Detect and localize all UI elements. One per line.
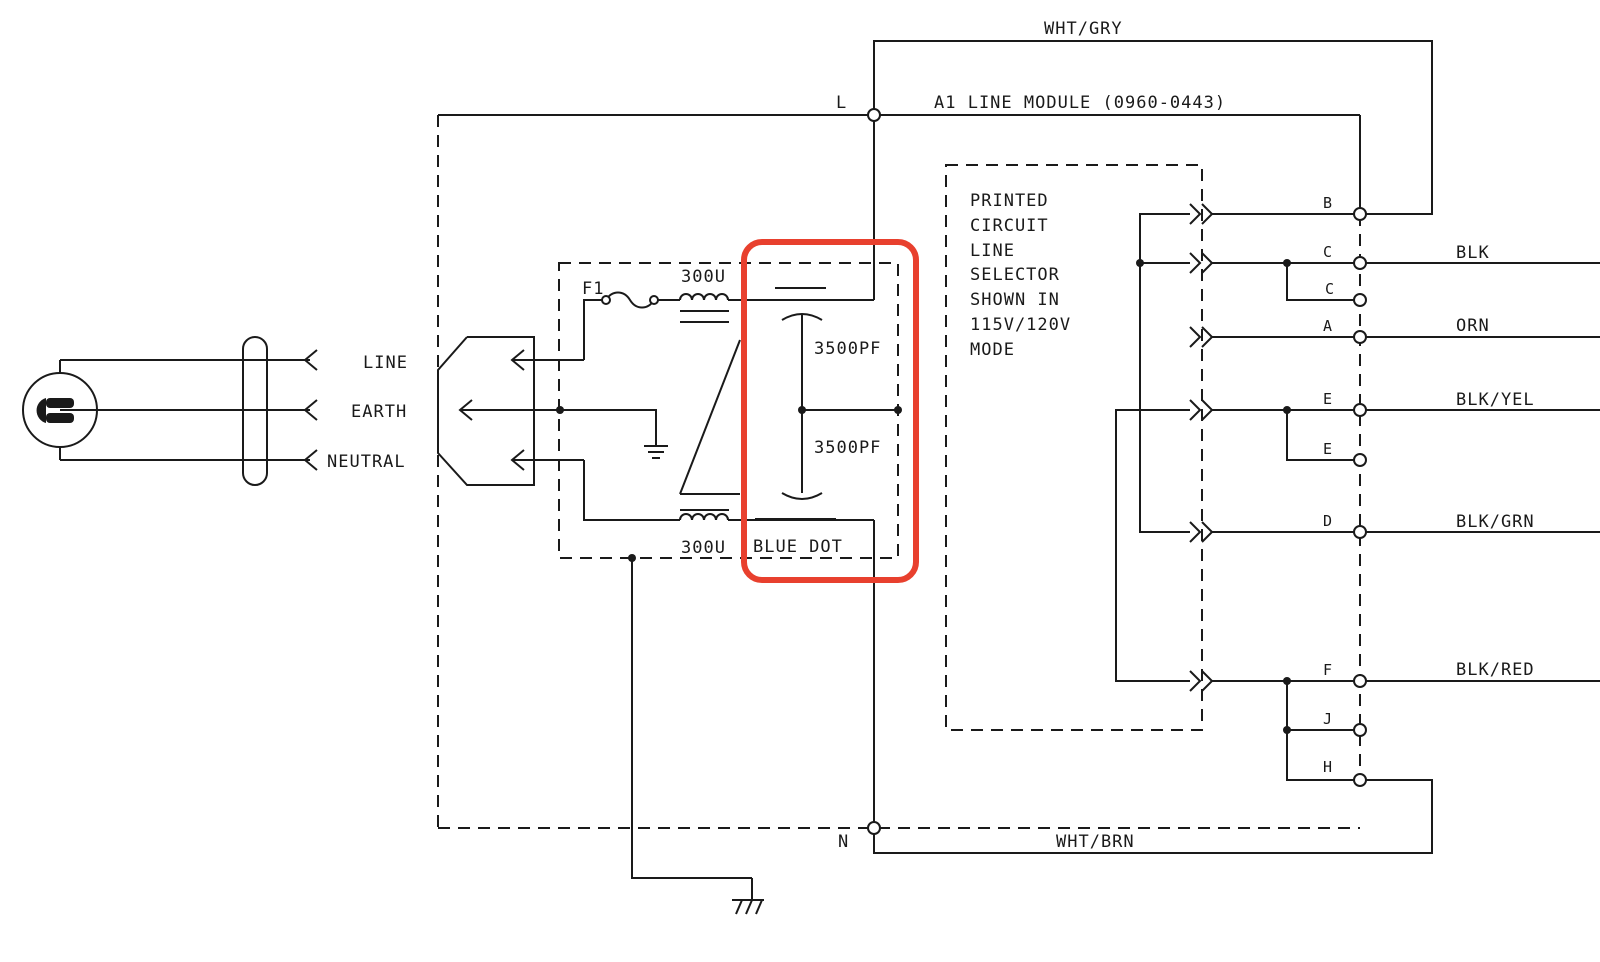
filter-neutral-path [583, 460, 875, 583]
line-module-title: A1 LINE MODULE (0960-0443) [934, 93, 1226, 113]
filter-capacitors [755, 287, 902, 520]
highlight-box [741, 239, 919, 583]
terminal-d [1353, 525, 1367, 539]
pcb-line-2: CIRCUIT [970, 216, 1049, 236]
line-module-box [437, 114, 1360, 829]
fuse-label: F1 [582, 279, 604, 299]
cap-top-label: 3500PF [814, 339, 881, 359]
wire-orn-label: ORN [1456, 316, 1490, 336]
terminal-h-label: H [1323, 758, 1333, 776]
pcb-line-1: PRINTED [970, 191, 1049, 211]
terminal-j [1353, 723, 1367, 737]
terminal-e2-label: E [1323, 440, 1333, 458]
terminal-a [1353, 330, 1367, 344]
wht-gry-label: WHT/GRY [1044, 19, 1123, 39]
cap-bottom-label: 3500PF [814, 438, 881, 458]
terminal-j-label: J [1323, 710, 1333, 728]
terminal-e1 [1353, 403, 1367, 417]
inductor-core [679, 339, 741, 495]
wire-blk-yel-label: BLK/YEL [1456, 390, 1535, 410]
terminal-e2 [1353, 453, 1367, 467]
terminal-leads [1212, 213, 1360, 781]
terminal-points [1353, 207, 1367, 787]
neutral-node-wiring [867, 583, 1433, 854]
selector-bus [1115, 213, 1190, 682]
terminal-c2-label: C [1325, 280, 1335, 298]
filter-line-path [583, 291, 874, 360]
terminal-d-label: D [1323, 512, 1333, 530]
chassis-ground-lead [628, 554, 764, 915]
pcb-line-5: SHOWN IN [970, 290, 1060, 310]
chassis-ground-symbol [556, 406, 668, 459]
terminal-e1-label: E [1323, 390, 1333, 408]
terminal-a-label: A [1323, 317, 1333, 335]
inductor-bottom-label: 300U [681, 538, 726, 558]
terminal-c1 [1353, 256, 1367, 270]
line-node-wiring [867, 40, 1433, 300]
terminal-c2 [1353, 293, 1367, 307]
pcb-line-6: 115V/120V [970, 315, 1071, 335]
terminal-f [1353, 674, 1367, 688]
cord-neutral-label: NEUTRAL [327, 452, 406, 472]
terminal-c1-label: C [1323, 243, 1333, 261]
inductor-top-label: 300U [681, 267, 726, 287]
terminal-h [1353, 773, 1367, 787]
terminal-b-label: B [1323, 194, 1333, 212]
wire-blk-red-label: BLK/RED [1456, 660, 1535, 680]
pcb-selector-text: PRINTED CIRCUIT LINE SELECTOR SHOWN IN 1… [970, 191, 1071, 360]
pcb-selector-box [945, 164, 1203, 731]
pcb-line-4: SELECTOR [970, 265, 1060, 285]
wire-blk-grn-label: BLK/GRN [1456, 512, 1535, 532]
output-wires [1366, 262, 1600, 682]
cord-line-label: LINE [363, 353, 408, 373]
pcb-line-3: LINE [970, 241, 1015, 261]
node-l-label: L [836, 93, 847, 113]
wht-brn-label: WHT/BRN [1056, 832, 1135, 852]
power-inlet [437, 336, 584, 486]
node-n-label: N [838, 832, 849, 852]
cord-earth-label: EARTH [351, 402, 407, 422]
power-cord [59, 336, 318, 486]
terminal-f-label: F [1323, 661, 1333, 679]
wire-blk-label: BLK [1456, 243, 1490, 263]
pcb-line-7: MODE [970, 340, 1015, 360]
terminal-b [1353, 207, 1367, 221]
blue-dot-label: BLUE DOT [753, 537, 843, 557]
